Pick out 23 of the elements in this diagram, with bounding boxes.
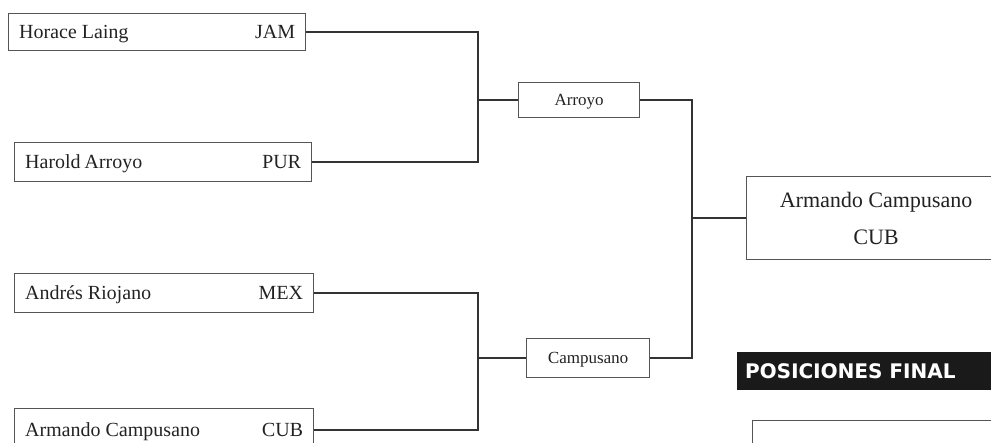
- section-heading: POSICIONES FINAL: [737, 352, 991, 390]
- bracket-line: [314, 357, 526, 431]
- competitor-box: [14, 142, 312, 182]
- competitor-box: [8, 13, 306, 51]
- athlete-name: Armando Campusano: [780, 186, 972, 212]
- winner-box: [518, 82, 640, 118]
- athlete-name: Horace Laing: [19, 20, 128, 44]
- country-code: JAM: [254, 20, 295, 44]
- country-code: CUB: [262, 418, 303, 442]
- competitor-box: [746, 176, 991, 260]
- competitor-box: [14, 273, 314, 313]
- athlete-name: Harold Arroyo: [25, 150, 142, 174]
- athlete-name: Armando Campusano: [25, 418, 200, 442]
- athlete-name: Campusano: [548, 348, 628, 368]
- bracket-line: [312, 99, 518, 163]
- country-code: PUR: [262, 150, 301, 174]
- athlete-name: Andrés Riojano: [25, 282, 152, 304]
- winner-box: [526, 338, 650, 378]
- country-code: CUB: [853, 224, 899, 250]
- competitor-box: [14, 408, 314, 443]
- bracket-line: [650, 217, 746, 359]
- country-code: MEX: [258, 282, 303, 304]
- athlete-name: Arroyo: [554, 90, 604, 110]
